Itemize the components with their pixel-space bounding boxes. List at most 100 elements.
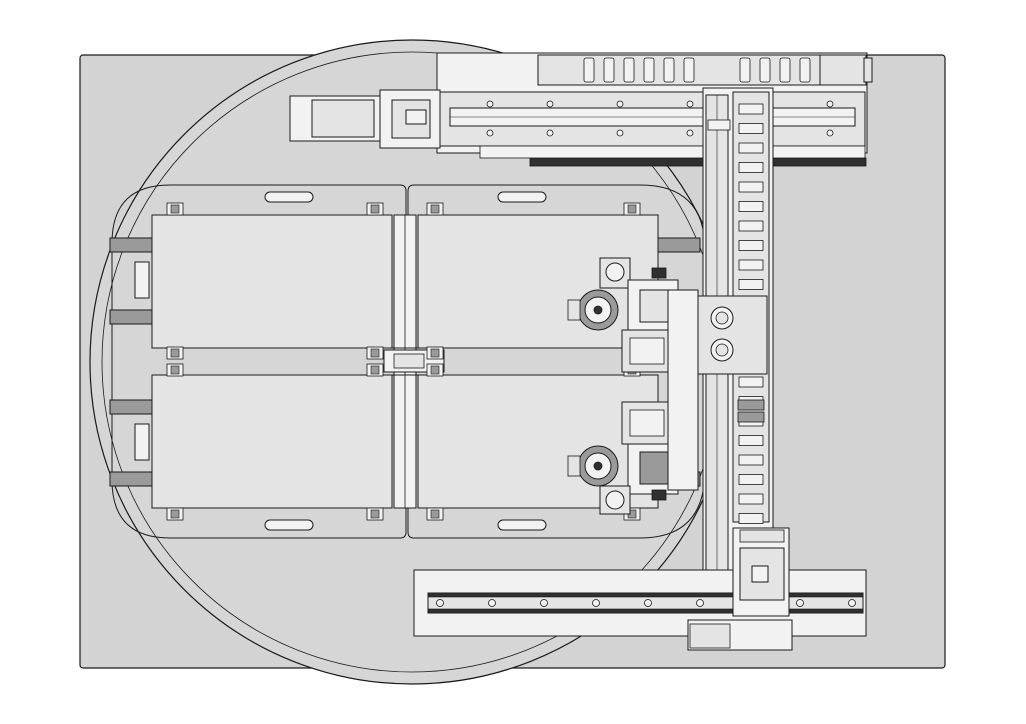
bolt [546, 129, 554, 137]
top-linear-axis [289, 52, 873, 167]
bolt [796, 599, 804, 607]
top-axis-motor-flange [311, 99, 375, 138]
top-axis-base-strip [479, 145, 866, 159]
locating-bush-core [370, 365, 380, 375]
clamp-upper-motor-face [629, 337, 665, 365]
bottom-axis-carriage-block [689, 623, 731, 649]
chain-link [738, 513, 764, 524]
chain-link [738, 454, 764, 466]
bolt [686, 100, 694, 108]
pin-right-1 [657, 237, 701, 253]
bolt [488, 599, 496, 607]
clamp-lower-connector [651, 489, 667, 501]
chain-link [738, 493, 764, 505]
chain-link [738, 162, 764, 173]
cover-slot [759, 57, 771, 83]
slot-4 [497, 519, 547, 531]
bolt [644, 599, 652, 607]
cover-slot [799, 57, 811, 83]
bolt [826, 100, 834, 108]
bolt [686, 129, 694, 137]
bolt [486, 129, 494, 137]
side-clip-1 [134, 261, 150, 299]
clamp-upper-connector [651, 267, 667, 279]
bolt [486, 100, 494, 108]
locating-bush-core [430, 348, 440, 358]
bolt [696, 599, 704, 607]
servo-motor [732, 527, 790, 617]
gauge-upper-stem [567, 299, 581, 321]
locating-bush-core [370, 348, 380, 358]
chain-link [738, 142, 764, 154]
pin-left-1 [109, 237, 153, 253]
top-axis-cover-slots [583, 57, 811, 83]
top-axis-cover [537, 54, 821, 86]
top-axis-end-cap [819, 54, 867, 86]
bolt [616, 129, 624, 137]
bolt [546, 100, 554, 108]
carriage-wheel-upper-inner [715, 311, 729, 325]
gauge-upper-hub [593, 305, 603, 315]
locating-bush-core [430, 204, 440, 214]
top-axis-end-tab [863, 57, 873, 83]
pin-left-4 [109, 471, 153, 487]
cover-slot [663, 57, 675, 83]
slot-2 [497, 191, 547, 203]
locating-bush-core [627, 204, 637, 214]
slot-1 [264, 191, 314, 203]
locating-bush-core [370, 509, 380, 519]
bolt [826, 129, 834, 137]
fixture-left-lower [151, 374, 393, 509]
locating-bush-core [170, 509, 180, 519]
chain-link [738, 181, 764, 193]
fixture-outline-left [111, 184, 407, 539]
cover-slot [583, 57, 595, 83]
chain-link [738, 220, 764, 232]
cover-slot [603, 57, 615, 83]
chain-link [738, 279, 764, 290]
vertical-axis-carriage [694, 295, 768, 375]
cover-slot [779, 57, 791, 83]
slot-3 [264, 519, 314, 531]
vertical-axis-dark-link-2 [737, 411, 765, 423]
top-axis-shadow [529, 157, 867, 167]
cover-slot [623, 57, 635, 83]
locating-bush-core [370, 204, 380, 214]
bottom-axis-dark-strip-2 [427, 608, 864, 614]
locating-bush-core [170, 365, 180, 375]
pin-left-2 [109, 309, 153, 325]
cover-slot [643, 57, 655, 83]
locating-bushes [166, 202, 641, 521]
chain-link [738, 376, 764, 388]
bolt [616, 100, 624, 108]
locating-bush-core [170, 348, 180, 358]
fixture-assembly [109, 184, 706, 539]
clamp-lower-jaw [639, 451, 671, 485]
center-block-inner [393, 353, 425, 369]
bottom-linear-axis [413, 569, 867, 651]
chain-link [738, 259, 764, 271]
gauge-lower-stem [567, 455, 581, 477]
chain-link [738, 201, 764, 212]
cover-slot [683, 57, 695, 83]
clamp-lower-knob [605, 490, 625, 510]
bottom-axis-dark-strip [427, 592, 864, 598]
chain-link [738, 103, 764, 115]
chain-link [738, 240, 764, 251]
pin-left-3 [109, 399, 153, 415]
side-clip-2 [134, 423, 150, 461]
top-axis-motor-key [405, 109, 427, 125]
locating-bush-core [430, 509, 440, 519]
clamp-lower-motor-face [629, 409, 665, 437]
carriage-wheel-lower-inner [715, 343, 729, 357]
chain-link [738, 474, 764, 485]
bolt [592, 599, 600, 607]
clamp-lower [567, 289, 699, 515]
gauge-lower-hub [593, 461, 603, 471]
vertical-axis-dark-link-1 [737, 399, 765, 411]
fixture-left [151, 214, 393, 349]
cover-slot [739, 57, 751, 83]
chain-link [738, 123, 764, 134]
